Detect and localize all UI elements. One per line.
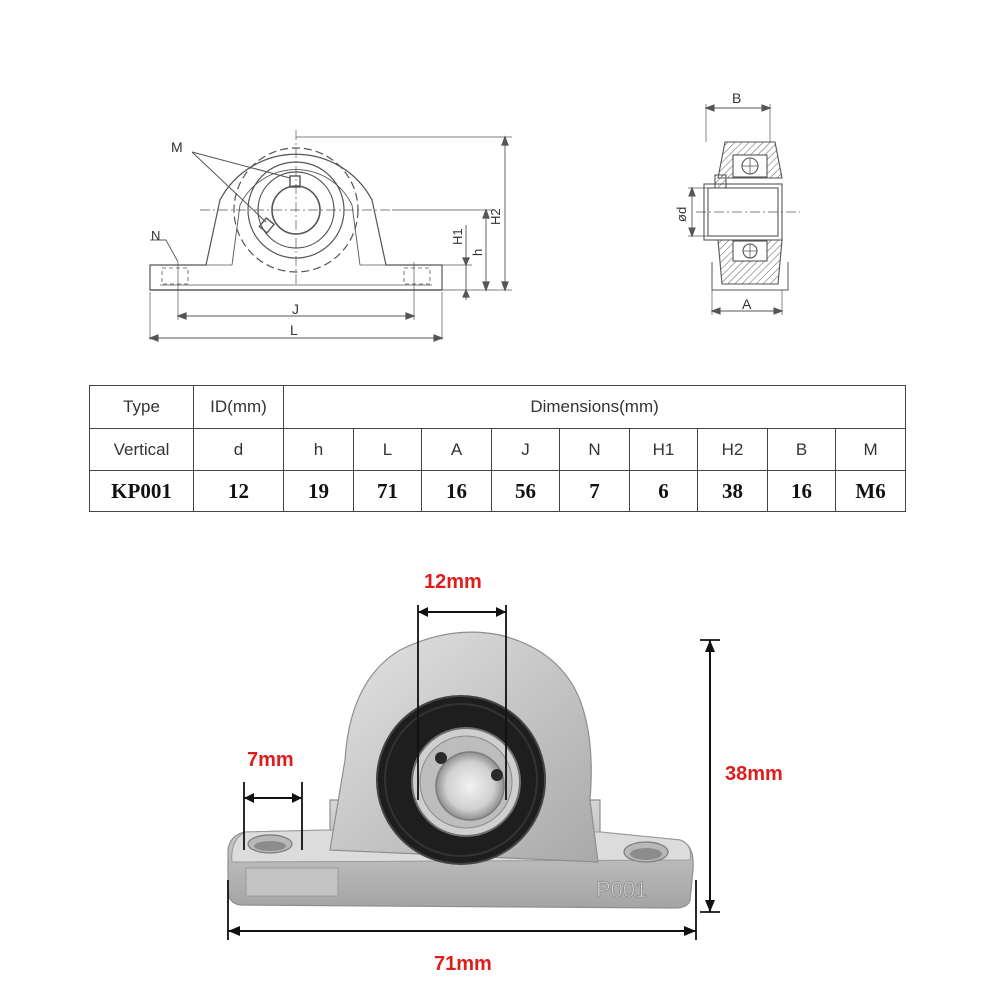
- dim-value: 6: [629, 470, 698, 512]
- dim-value: M6: [834, 470, 907, 512]
- dim-value: 7: [559, 470, 630, 512]
- dim-label: M: [834, 428, 907, 471]
- label-h: h: [470, 249, 485, 256]
- dim-value: 56: [491, 470, 560, 512]
- dim-label: H2: [697, 428, 768, 471]
- dim-value: 38: [697, 470, 768, 512]
- bore-dimension-label: 12mm: [424, 571, 482, 593]
- set-screw-photo: [435, 752, 447, 764]
- subheader-vertical: Vertical: [89, 428, 194, 471]
- dim-value: 16: [421, 470, 492, 512]
- dim-label: h: [283, 428, 354, 471]
- header-id: ID(mm): [193, 385, 284, 429]
- label-n: N: [151, 228, 160, 243]
- specification-table: Type ID(mm) Dimensions(mm) Vertical d h …: [89, 385, 907, 512]
- set-screw-side: [258, 216, 276, 234]
- id-value: 12: [193, 470, 284, 512]
- dim-value: 71: [353, 470, 422, 512]
- dim-value: 19: [283, 470, 354, 512]
- header-type: Type: [89, 385, 194, 429]
- label-l: L: [290, 322, 298, 338]
- label-b: B: [732, 90, 741, 106]
- dim-label: B: [767, 428, 836, 471]
- label-m: M: [171, 139, 183, 155]
- casting-mark: P001: [596, 877, 647, 902]
- length-dimension-label: 71mm: [434, 953, 492, 975]
- height-dimension-label: 38mm: [725, 763, 783, 785]
- slot-dimension-label: 7mm: [247, 749, 294, 771]
- dim-value: 16: [767, 470, 836, 512]
- bore-hole: [435, 751, 505, 821]
- label-d: ød: [674, 207, 689, 222]
- set-screw-top: [289, 175, 301, 188]
- label-h1: H1: [450, 228, 465, 245]
- housing-outline: [149, 153, 443, 291]
- label-a: A: [742, 296, 752, 312]
- label-h2: H2: [488, 208, 503, 225]
- label-j: J: [292, 301, 299, 317]
